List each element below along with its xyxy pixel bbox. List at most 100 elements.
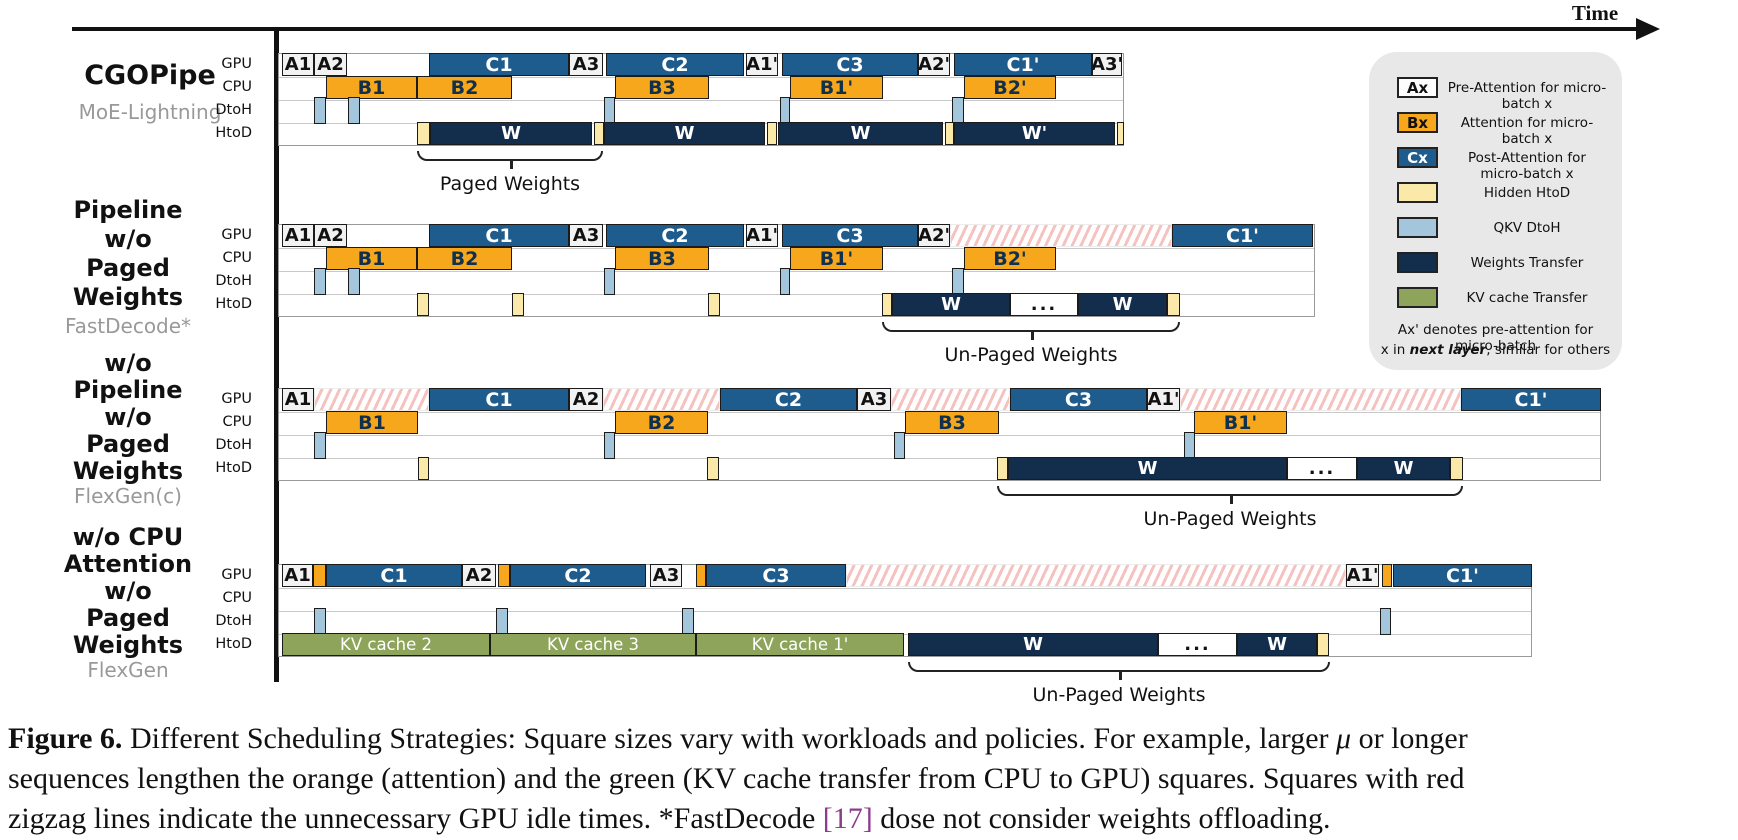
qkv-dtoh-block bbox=[894, 432, 905, 459]
weights-transfer-block-W: W bbox=[1008, 457, 1287, 480]
post-attention-block-C2: C2 bbox=[606, 53, 744, 76]
pre-attention-block-A3': A3' bbox=[1092, 53, 1122, 76]
pre-attention-block-A1: A1 bbox=[282, 388, 314, 411]
qkv-dtoh-block bbox=[1184, 432, 1195, 459]
group-title-line: w/o bbox=[104, 577, 152, 605]
group-title-line: Paged bbox=[86, 254, 170, 282]
brace-right bbox=[510, 151, 603, 161]
brace-tick bbox=[1230, 495, 1233, 504]
legend-note-line2: x in next layer, similar for others bbox=[1377, 342, 1614, 358]
gpu-idle-zigzag-block bbox=[891, 388, 1010, 411]
brace-right bbox=[1119, 662, 1330, 672]
group-title-line: Pipeline bbox=[73, 376, 183, 404]
pre-attention-block-A2: A2 bbox=[462, 564, 496, 587]
brace-label-wo-pipeline-wo-paged-weights: Un-Paged Weights bbox=[1143, 508, 1317, 530]
caption-text: Figure 6. bbox=[8, 722, 123, 755]
brace-left bbox=[997, 486, 1230, 496]
hidden-htod-block bbox=[1117, 122, 1124, 145]
hidden-htod-block bbox=[417, 293, 429, 316]
weights-transfer-block-W': W' bbox=[954, 122, 1115, 145]
caption-line-2: sequences lengthen the orange (attention… bbox=[8, 762, 1734, 796]
brace-right bbox=[1031, 322, 1180, 332]
legend-label: QKV DtoH bbox=[1493, 220, 1561, 236]
group-title-line: Pipeline bbox=[73, 196, 183, 224]
pre-attention-block-A2': A2' bbox=[918, 224, 950, 247]
weights-transfer-block-W: W bbox=[430, 122, 592, 145]
post-attention-block-C3: C3 bbox=[782, 224, 918, 247]
weights-transfer-block-W: W bbox=[1357, 457, 1450, 480]
hidden-htod-block bbox=[1450, 457, 1463, 480]
group-title-line: w/o bbox=[104, 403, 152, 431]
brace-right bbox=[1230, 486, 1463, 496]
post-attention-block-C1': C1' bbox=[954, 53, 1092, 76]
attention-sliver-block bbox=[498, 564, 510, 587]
kv-cache-transfer-block-KV cache 1': KV cache 1' bbox=[696, 633, 904, 656]
legend-swatch-qkv-dtoh bbox=[1397, 217, 1438, 238]
legend-label: Weights Transfer bbox=[1470, 255, 1584, 271]
group-title-line: w/o CPU bbox=[72, 523, 184, 551]
ellipsis-gap-block-...: ... bbox=[1287, 457, 1357, 480]
pre-attention-block-A2: A2 bbox=[314, 224, 347, 247]
pre-attention-block-A3: A3 bbox=[857, 388, 891, 411]
row-label-dtoh: DtoH bbox=[215, 437, 252, 453]
post-attention-block-C2: C2 bbox=[720, 388, 857, 411]
brace-tick bbox=[510, 160, 513, 169]
pre-attention-block-A3: A3 bbox=[569, 53, 603, 76]
row-divider bbox=[279, 435, 1600, 436]
brace-left bbox=[908, 662, 1119, 672]
qkv-dtoh-block bbox=[952, 268, 964, 295]
group-subtitle-wo-cpu-attention-wo-paged-weights: FlexGen bbox=[87, 658, 169, 682]
row-divider bbox=[279, 294, 1314, 295]
qkv-dtoh-block bbox=[604, 97, 615, 124]
post-attention-block-C2: C2 bbox=[510, 564, 646, 587]
post-attention-block-C3: C3 bbox=[706, 564, 846, 587]
pre-attention-block-A1: A1 bbox=[282, 224, 314, 247]
legend-swatch-hidden-htod bbox=[1397, 182, 1438, 203]
ellipsis-gap-block-...: ... bbox=[1010, 293, 1078, 316]
attention-block-B1': B1' bbox=[1194, 411, 1287, 434]
attention-sliver-block bbox=[1382, 564, 1392, 587]
attention-block-B2: B2 bbox=[417, 76, 512, 99]
post-attention-block-C1: C1 bbox=[429, 53, 569, 76]
group-title-cgopipe: CGOPipe bbox=[35, 60, 265, 92]
row-label-gpu: GPU bbox=[221, 56, 252, 72]
pre-attention-block-A1': A1' bbox=[1147, 388, 1180, 411]
attention-block-B1': B1' bbox=[790, 76, 883, 99]
qkv-dtoh-block bbox=[314, 268, 326, 295]
row-label-cpu: CPU bbox=[222, 250, 252, 266]
pre-attention-block-A3: A3 bbox=[650, 564, 682, 587]
post-attention-block-C1: C1 bbox=[326, 564, 462, 587]
row-label-gpu: GPU bbox=[221, 567, 252, 583]
gpu-idle-zigzag-block bbox=[314, 388, 429, 411]
pre-attention-block-A1': A1' bbox=[746, 224, 778, 247]
post-attention-block-C3: C3 bbox=[782, 53, 918, 76]
group-subtitle-cgopipe: MoE-Lightning bbox=[78, 100, 222, 124]
pre-attention-block-A1': A1' bbox=[746, 53, 778, 76]
caption-text: Different Scheduling Strategies: Square … bbox=[122, 722, 1337, 755]
row-label-htod: HtoD bbox=[215, 125, 252, 141]
group-title-line: Weights bbox=[72, 283, 184, 311]
post-attention-block-C2: C2 bbox=[606, 224, 744, 247]
post-attention-block-C1': C1' bbox=[1393, 564, 1532, 587]
ellipsis-gap-block-...: ... bbox=[1158, 633, 1237, 656]
pre-attention-block-A2: A2 bbox=[314, 53, 347, 76]
gpu-idle-zigzag-block bbox=[1180, 388, 1461, 411]
attention-block-B3: B3 bbox=[615, 247, 709, 270]
attention-block-B3: B3 bbox=[615, 76, 709, 99]
qkv-dtoh-block bbox=[682, 608, 694, 635]
row-divider bbox=[279, 100, 1123, 101]
qkv-dtoh-block bbox=[496, 608, 508, 635]
group-title-line: CGOPipe bbox=[84, 60, 216, 91]
row-divider bbox=[279, 271, 1314, 272]
caption-text: or longer bbox=[1351, 722, 1468, 755]
post-attention-block-C1: C1 bbox=[429, 224, 569, 247]
row-label-dtoh: DtoH bbox=[215, 613, 252, 629]
row-label-dtoh: DtoH bbox=[215, 273, 252, 289]
attention-block-B3: B3 bbox=[905, 411, 999, 434]
hidden-htod-block bbox=[417, 122, 430, 145]
caption-text: sequences lengthen the orange (attention… bbox=[8, 762, 1465, 795]
group-title-line: Weights bbox=[72, 457, 184, 485]
kv-cache-transfer-block-KV cache 3: KV cache 3 bbox=[490, 633, 696, 656]
